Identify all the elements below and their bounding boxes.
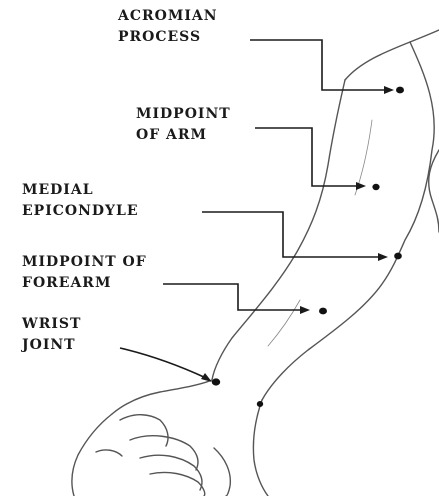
arrowhead-wrist [201, 373, 212, 382]
landmark-dot-midpoint-forearm [319, 308, 327, 315]
finger-stroke-4 [214, 448, 230, 496]
label-midpoint-arm-line1: MIDPOINT [136, 104, 231, 125]
label-acromian-process: ACROMIAN PROCESS [118, 6, 218, 48]
label-acromian-line2: PROCESS [118, 27, 218, 48]
shoulder-outline [345, 30, 439, 80]
arm-outer-contour [262, 42, 434, 400]
landmark-dot-wrist [212, 378, 220, 385]
label-midpoint-of-arm: MIDPOINT OF ARM [136, 104, 231, 146]
label-epicondyle-line1: MEDIAL [22, 180, 139, 201]
arrowhead-midpoint-forearm [300, 306, 310, 314]
leader-line-midpoint-arm [255, 128, 360, 186]
landmark-dot-midpoint-arm [372, 184, 379, 190]
hand-back [253, 400, 268, 496]
leader-line-epicondyle [202, 212, 382, 257]
forearm-lower-contour [112, 380, 212, 414]
landmark-dot-wrist-back [257, 401, 263, 407]
arrowhead-epicondyle [378, 253, 388, 261]
label-wrist-joint: WRIST JOINT [22, 314, 81, 356]
label-wrist-line2: JOINT [22, 335, 81, 356]
label-acromian-line1: ACROMIAN [118, 6, 218, 27]
hand-outline [72, 414, 112, 496]
label-midpoint-of-forearm: MIDPOINT OF FOREARM [22, 252, 147, 294]
leader-line-midpoint-forearm [163, 284, 304, 310]
label-wrist-line1: WRIST [22, 314, 81, 335]
arm-inner-contour [212, 80, 345, 380]
landmark-dot-epicondyle [394, 253, 402, 260]
finger-stroke-1 [130, 436, 198, 470]
landmark-dot-acromian [396, 87, 404, 94]
label-midpoint-forearm-line2: FOREARM [22, 273, 147, 294]
label-midpoint-forearm-line1: MIDPOINT OF [22, 252, 147, 273]
leader-line-acromian [250, 40, 388, 90]
label-medial-epicondyle: MEDIAL EPICONDYLE [22, 180, 139, 222]
knuckle-stroke [96, 450, 122, 456]
label-midpoint-arm-line2: OF ARM [136, 125, 231, 146]
shade-line-2 [268, 300, 300, 346]
label-epicondyle-line2: EPICONDYLE [22, 201, 139, 222]
finger-stroke-3 [150, 472, 205, 496]
arrowhead-acromian [384, 86, 394, 94]
arrowhead-midpoint-arm [356, 182, 366, 190]
leader-line-wrist [120, 348, 206, 378]
thumb-stroke [120, 415, 168, 446]
